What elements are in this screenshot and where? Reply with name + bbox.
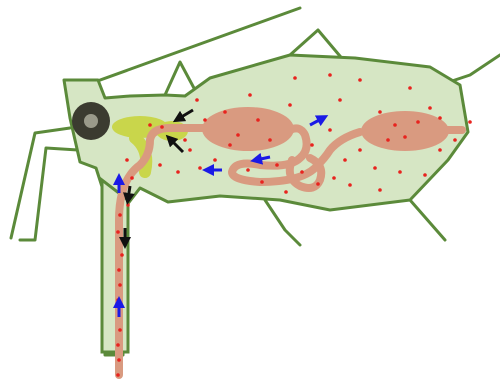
particle-dot bbox=[468, 120, 472, 124]
arrow-black-3 bbox=[128, 186, 130, 199]
particle-dot bbox=[158, 163, 162, 167]
particle-dot bbox=[428, 106, 432, 110]
particle-dot bbox=[300, 170, 304, 174]
particle-dot bbox=[438, 116, 442, 120]
particle-dot bbox=[293, 76, 297, 80]
gut-chamber-rear bbox=[361, 111, 449, 151]
particle-dot bbox=[260, 180, 264, 184]
particle-dot bbox=[284, 190, 288, 194]
particle-dot bbox=[332, 176, 336, 180]
particle-dot bbox=[236, 133, 240, 137]
rear-leg-bottom-2 bbox=[410, 200, 445, 240]
particle-dot bbox=[378, 188, 382, 192]
particle-dot bbox=[118, 283, 122, 287]
particle-dot bbox=[343, 158, 347, 162]
particle-dot bbox=[268, 138, 272, 142]
particle-dot bbox=[288, 103, 292, 107]
particle-dot bbox=[358, 148, 362, 152]
particle-dot bbox=[386, 138, 390, 142]
particle-dot bbox=[198, 166, 202, 170]
particle-dot bbox=[256, 118, 260, 122]
particle-dot bbox=[148, 123, 152, 127]
particle-dot bbox=[160, 125, 164, 129]
particle-dot bbox=[116, 230, 120, 234]
particle-dot bbox=[348, 183, 352, 187]
particle-dot bbox=[373, 166, 377, 170]
particle-dot bbox=[316, 182, 320, 186]
rear-leg-bottom-1 bbox=[265, 200, 300, 245]
particle-dot bbox=[183, 138, 187, 142]
particle-dot bbox=[453, 138, 457, 142]
particle-dot bbox=[116, 343, 120, 347]
particle-dot bbox=[117, 358, 121, 362]
particle-dot bbox=[118, 213, 122, 217]
particle-dot bbox=[116, 298, 120, 302]
particle-dot bbox=[223, 110, 227, 114]
eye bbox=[72, 102, 110, 140]
particle-dot bbox=[188, 148, 192, 152]
particle-dot bbox=[203, 118, 207, 122]
particle-dot bbox=[213, 158, 217, 162]
particle-dot bbox=[116, 373, 120, 377]
particle-dot bbox=[328, 128, 332, 132]
particle-dot bbox=[246, 168, 250, 172]
particle-dot bbox=[130, 176, 134, 180]
particle-dot bbox=[403, 135, 407, 139]
particle-dot bbox=[310, 143, 314, 147]
particle-dot bbox=[120, 253, 124, 257]
particle-dot bbox=[117, 268, 121, 272]
particle-dot bbox=[248, 93, 252, 97]
particle-dot bbox=[378, 110, 382, 114]
particle-dot bbox=[398, 170, 402, 174]
particle-dot bbox=[328, 73, 332, 77]
particle-dot bbox=[423, 173, 427, 177]
particle-dot bbox=[416, 120, 420, 124]
particle-dot bbox=[393, 123, 397, 127]
particle-dot bbox=[338, 98, 342, 102]
rear-leg-top-1 bbox=[165, 62, 195, 95]
particle-dot bbox=[126, 203, 130, 207]
particle-dot bbox=[275, 163, 279, 167]
particle-dot bbox=[358, 78, 362, 82]
particle-dot bbox=[408, 86, 412, 90]
particle-dot bbox=[125, 158, 129, 162]
gut-chamber-front bbox=[202, 107, 294, 151]
particle-dot bbox=[118, 328, 122, 332]
particle-dot bbox=[228, 143, 232, 147]
particle-dot bbox=[195, 98, 199, 102]
particle-dot bbox=[176, 170, 180, 174]
particle-dot bbox=[438, 148, 442, 152]
